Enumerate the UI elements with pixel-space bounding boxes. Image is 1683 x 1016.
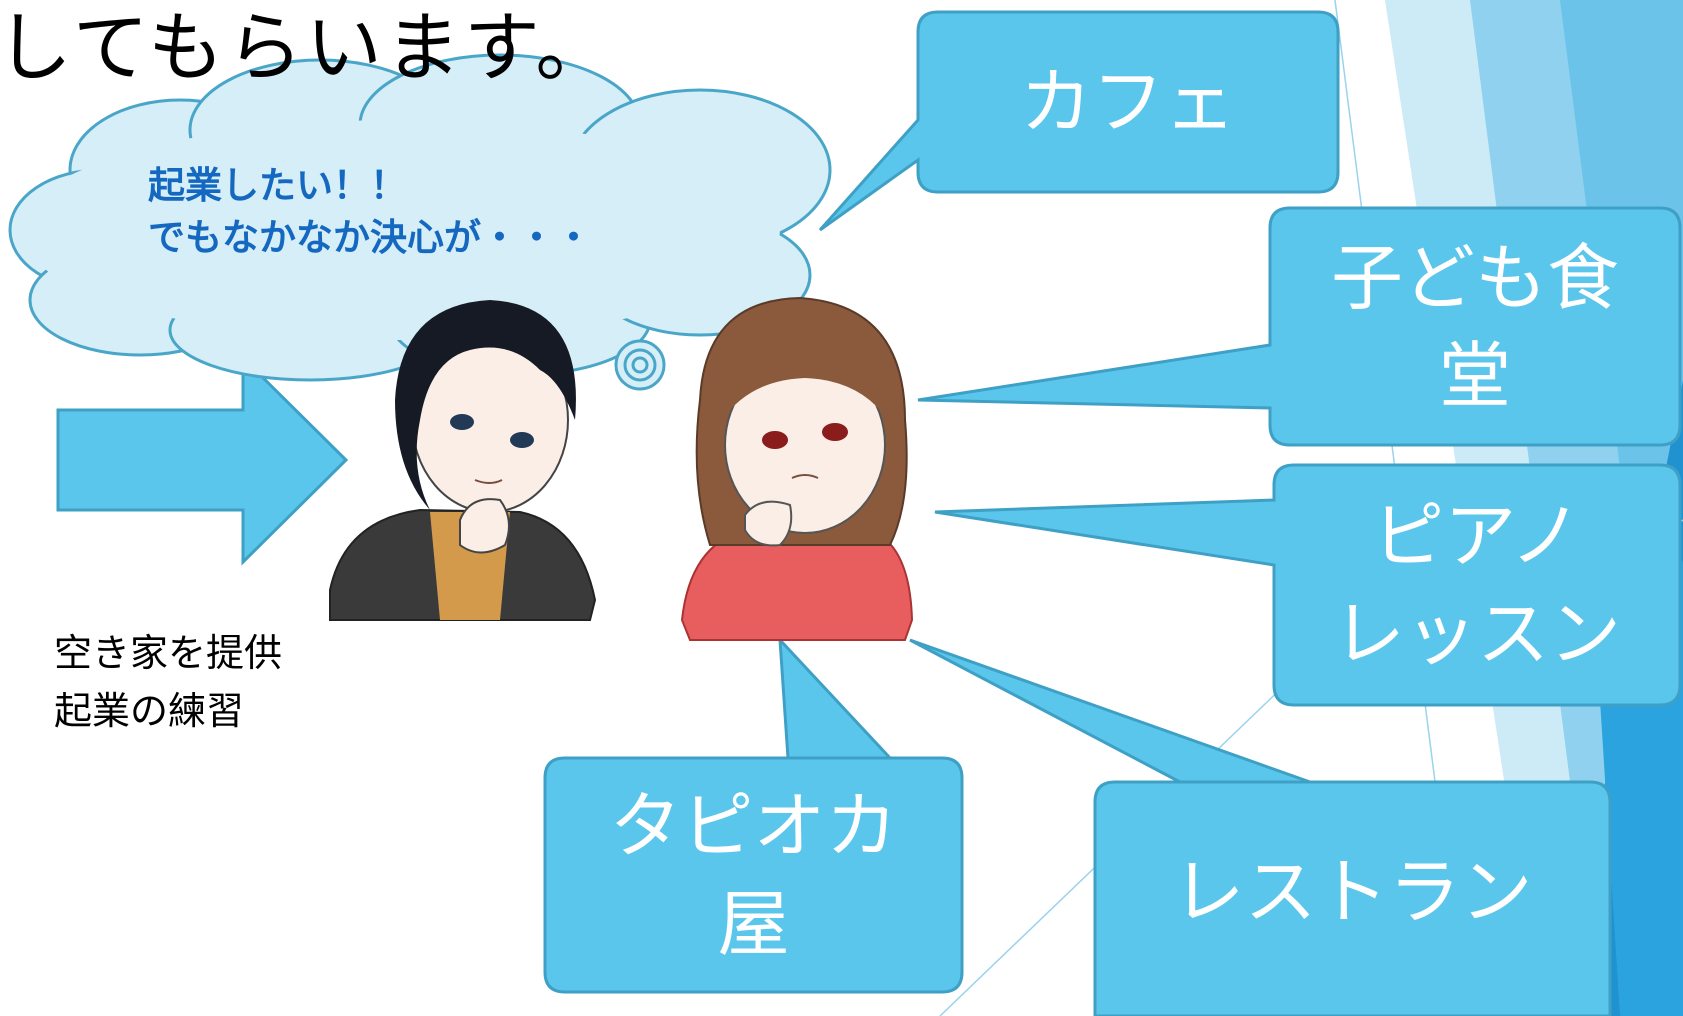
callout-tapioca-shape [543,635,964,994]
thought-cloud [8,53,832,391]
thought-bubble-text: 起業したい！！ でもなかなか決心が・・・ [148,164,592,259]
callout-restaurant-label: レストラン [1172,850,1533,934]
note-text: 空き家を提供 起業の練習 [54,631,283,733]
arrow-right-icon [56,354,349,566]
callout-restaurant-shape [909,638,1612,1016]
woman-character-illustration [680,296,914,641]
man-character-illustration [329,300,597,621]
callout-piano-label: ピアノ レッスン [1332,494,1621,676]
callout-kids-cafeteria-label: 子ども食 堂 [1330,235,1619,418]
callout-cafe-label: カフェ [1019,60,1236,144]
callout-kids-cafeteria-shape [917,206,1682,447]
callout-tapioca-label: タピオカ 屋 [609,784,898,966]
slide-heading: してもらいます。 [0,3,615,92]
callout-cafe-shape [818,10,1340,232]
callout-piano-shape [934,463,1682,707]
